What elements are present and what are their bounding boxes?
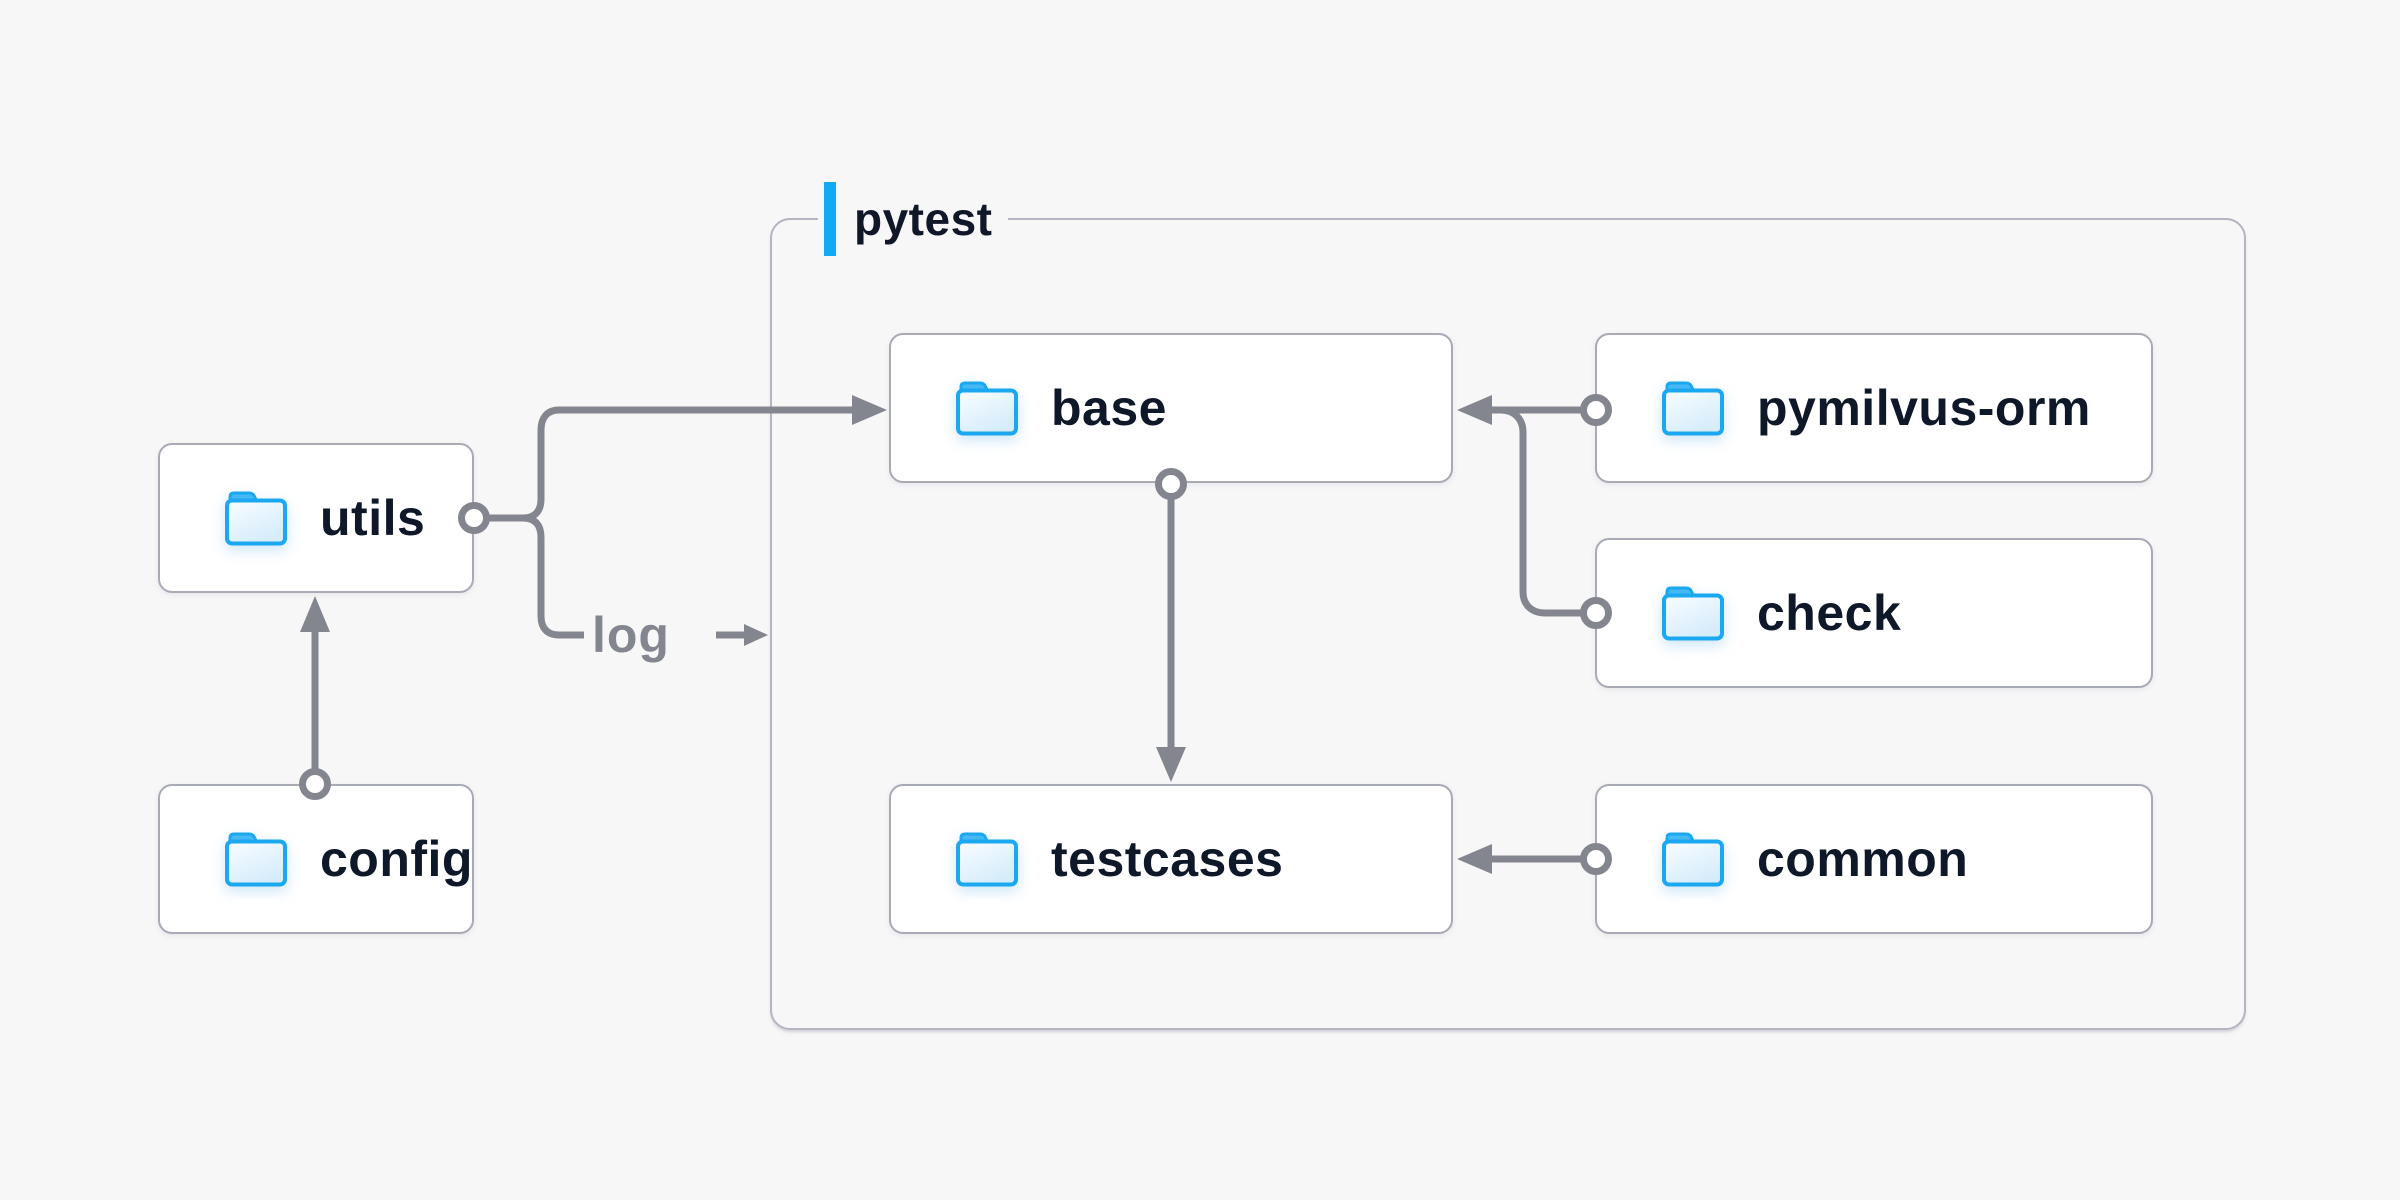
node-label: config [320,831,473,887]
node-label: base [1051,380,1167,436]
node-utils[interactable]: utils [158,443,474,593]
edge-label-log: log [592,607,670,663]
pytest-group-label: pytest [818,182,1009,256]
node-label: pymilvus-orm [1757,380,2091,436]
folder-icon [1662,832,1724,887]
node-base[interactable]: base [889,333,1453,483]
node-pymilvus-orm[interactable]: pymilvus-orm [1595,333,2153,483]
node-testcases[interactable]: testcases [889,784,1453,934]
folder-icon [1662,586,1724,641]
node-label: utils [320,490,426,546]
folder-icon [225,832,287,887]
folder-icon [956,381,1018,436]
node-config[interactable]: config [158,784,474,934]
node-label: check [1757,585,1902,641]
folder-icon [1662,381,1724,436]
folder-icon [956,832,1018,887]
node-label: testcases [1051,831,1284,887]
node-common[interactable]: common [1595,784,2153,934]
pytest-group-title: pytest [854,193,993,245]
accent-bar [824,182,836,256]
pytest-group-container [770,218,2246,1030]
node-check[interactable]: check [1595,538,2153,688]
node-label: common [1757,831,1969,887]
folder-icon [225,491,287,546]
edge-config-to-utils [299,596,331,800]
